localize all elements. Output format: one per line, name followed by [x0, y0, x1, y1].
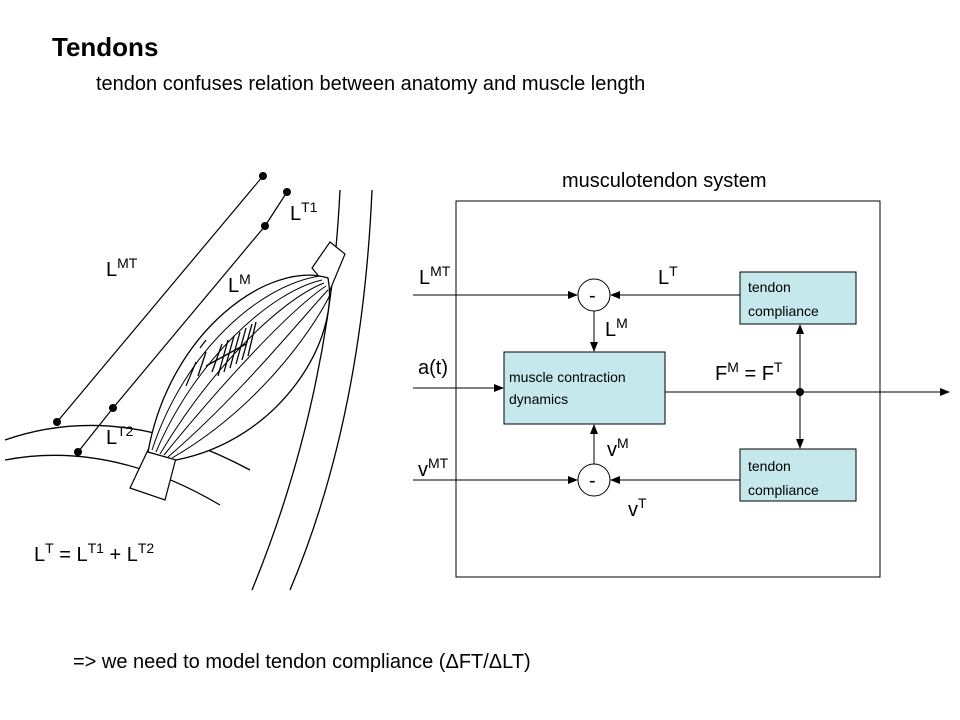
anatomy-drawing: LMT LT1 LM LT2 LT = LT1 + LT2	[4, 172, 373, 591]
input-vmt-label: vMT	[418, 455, 449, 481]
tendon-compliance-block-top	[739, 271, 857, 325]
lt2-dot-bottom	[74, 448, 82, 456]
lmt-dot-bottom	[53, 418, 61, 426]
tendon-length-equation: LT = LT1 + LT2	[34, 540, 154, 566]
signal-vm-label: vM	[607, 435, 629, 461]
muscle-contraction-block	[503, 351, 666, 425]
muscle-fibers	[151, 275, 331, 459]
tendon-bottom-line2: compliance	[748, 482, 819, 498]
sarcomere-marks	[197, 321, 257, 377]
label-lmt: LMT	[106, 255, 138, 281]
slide-footer: => we need to model tendon compliance (Δ…	[73, 651, 531, 673]
label-lm: LM	[228, 271, 251, 297]
tendon-top-line1: tendon	[748, 279, 791, 295]
label-lt2: LT2	[106, 423, 134, 449]
lmt-dot-top	[259, 172, 267, 180]
tendon-bottom-line1: tendon	[748, 458, 791, 474]
signal-lt-label: LT	[658, 263, 678, 289]
lmt-measure-line	[56, 175, 264, 423]
input-lmt-label: LMT	[419, 263, 451, 289]
lt2-measure-line	[77, 407, 114, 453]
slide-title: Tendons	[52, 32, 159, 62]
lm-measure-line	[112, 225, 266, 409]
force-branch-dot	[796, 388, 804, 396]
slide-subtitle: tendon confuses relation between anatomy…	[96, 73, 646, 95]
label-lt1: LT1	[290, 199, 318, 225]
tendon-top-line2: compliance	[748, 303, 819, 319]
muscle-line1: muscle contraction	[509, 369, 626, 385]
fiber-angle-mark	[185, 339, 207, 387]
musculotendon-diagram: musculotendon system tendon compliance m…	[413, 170, 950, 578]
tendon-compliance-block-bottom	[739, 448, 857, 502]
lt1-measure-line	[264, 191, 288, 227]
lt1-dot-top	[283, 188, 291, 196]
force-equation-label: FM = FT	[715, 359, 783, 385]
muscle-line2: dynamics	[509, 391, 568, 407]
signal-lm-label: LM	[605, 315, 628, 341]
input-activation-label: a(t)	[418, 357, 448, 379]
system-title: musculotendon system	[562, 170, 767, 192]
system-boundary	[455, 200, 881, 578]
summer-top-sign: -	[589, 285, 596, 307]
bone-outline-lower	[4, 424, 251, 471]
bone-outline-right-2	[289, 189, 373, 591]
signal-vt-label: vT	[628, 495, 647, 521]
bone-outline-lower-2	[4, 454, 221, 506]
summer-bottom-sign: -	[589, 470, 596, 492]
